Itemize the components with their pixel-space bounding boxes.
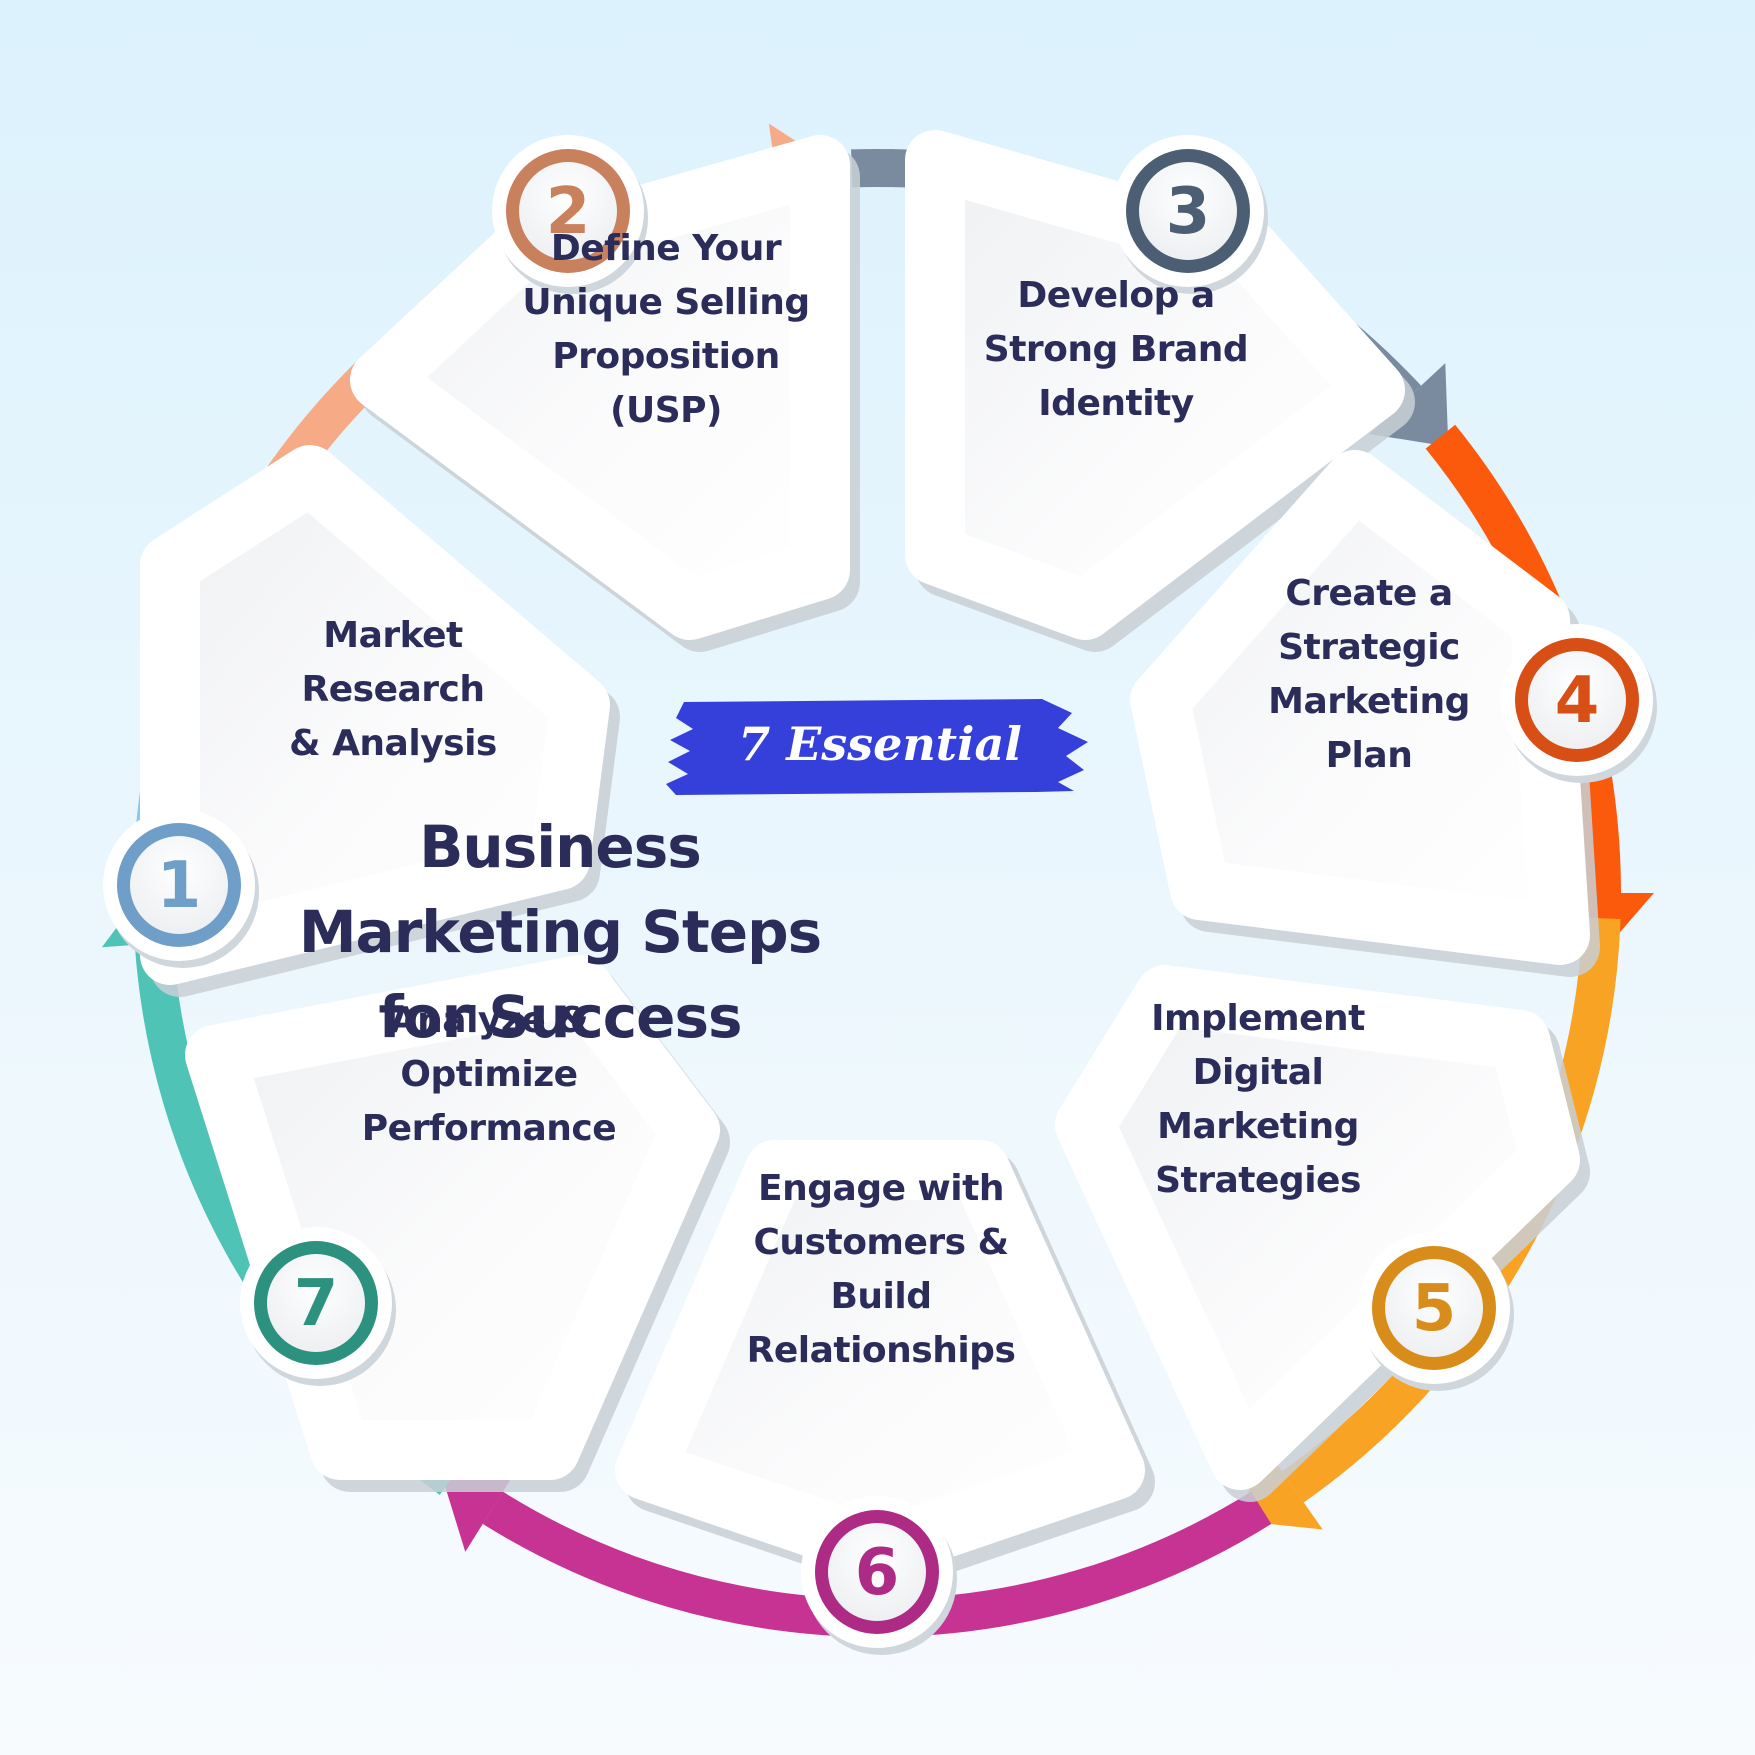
step-label-7-line: Performance	[361, 1108, 617, 1149]
step-label-2-line: Proposition	[552, 336, 780, 377]
step-label-5-line: Implement	[1151, 998, 1365, 1039]
step-label-4-line: Plan	[1325, 735, 1413, 776]
step-number-4: 4	[1555, 664, 1600, 738]
step-label-3-line: Develop a	[1017, 275, 1215, 316]
step-label-4-line: Create a	[1285, 573, 1453, 614]
step-label-1-line: Research	[301, 669, 486, 710]
step-number-6: 6	[855, 1536, 900, 1610]
title-line-1: Business	[419, 813, 702, 881]
badge-center-1	[130, 836, 228, 934]
diagram-title: Business Marketing Steps for Success	[240, 805, 880, 1060]
step-label-2-line: Unique Selling	[522, 282, 810, 323]
step-number-5: 5	[1412, 1272, 1457, 1346]
step-card-4	[1130, 450, 1590, 965]
step-card-2	[350, 135, 850, 640]
step-label-1-line: Market	[323, 615, 463, 656]
badge-center-6	[828, 1523, 926, 1621]
essential-tag: 7 Essential	[666, 699, 1088, 795]
badge-center-4	[1528, 651, 1626, 749]
step-label-2-line: (USP)	[610, 390, 722, 431]
title-line-3: for Success	[378, 983, 742, 1051]
badge-center-2	[519, 162, 617, 260]
step-label-3-line: Identity	[1038, 383, 1194, 424]
step-label-5-line: Strategies	[1155, 1160, 1361, 1201]
step-label-7-line: Analyze &	[389, 1000, 589, 1041]
title-line-2: Marketing Steps	[298, 898, 822, 966]
step-label-3-line: Strong Brand	[983, 329, 1249, 370]
badge-center-3	[1139, 162, 1237, 260]
step-label-6-line: Build	[830, 1276, 932, 1317]
step-number-1: 1	[157, 849, 202, 923]
step-label-4-line: Strategic	[1278, 627, 1460, 668]
brush-stroke-shape	[666, 699, 1088, 795]
step-number-7: 7	[294, 1267, 339, 1341]
step-label-1-line: & Analysis	[289, 723, 497, 764]
step-card-6	[615, 1140, 1145, 1580]
essential-tag-text: 7 Essential	[738, 717, 1022, 771]
step-label-4-line: Marketing	[1268, 681, 1470, 722]
step-label-2-line: Define Your	[550, 228, 782, 269]
step-label-6-line: Customers &	[753, 1222, 1009, 1263]
step-label-6-line: Engage with	[758, 1168, 1004, 1209]
step-label-5-line: Digital	[1192, 1052, 1324, 1093]
badge-center-7	[267, 1254, 365, 1352]
step-label-5-line: Marketing	[1157, 1106, 1359, 1147]
step-number-2: 2	[546, 175, 591, 249]
number-badges: 1 2 3 4 5 6 7	[103, 135, 1657, 1655]
badge-center-5	[1385, 1259, 1483, 1357]
step-number-3: 3	[1166, 175, 1211, 249]
step-label-6-line: Relationships	[746, 1330, 1016, 1371]
step-label-7-line: Optimize	[400, 1054, 578, 1095]
